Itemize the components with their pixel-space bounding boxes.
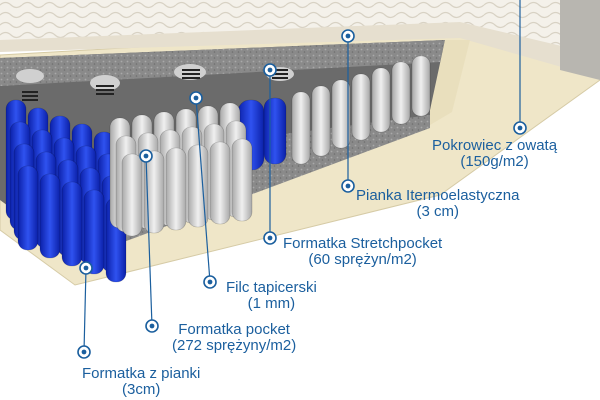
label-pocket-name: Formatka pocket <box>172 322 296 338</box>
label-stretchpocket: Formatka Stretchpocket (60 sprężyn/m2) <box>283 236 442 268</box>
label-pianki: Formatka z pianki (3cm) <box>82 366 200 398</box>
marker-dot <box>268 236 273 241</box>
pocket-spring <box>40 174 60 258</box>
marker-dot <box>346 184 351 189</box>
pocket-spring <box>292 92 310 164</box>
label-pianka-spec: (3 cm) <box>356 204 519 220</box>
label-pianka-name: Pianka Itermoelastyczna <box>356 188 519 204</box>
marker-dot <box>268 68 273 73</box>
marker-dot <box>82 350 87 355</box>
label-filc-spec: (1 mm) <box>226 296 317 312</box>
pocket-spring <box>264 98 286 164</box>
marker-dot <box>194 96 199 101</box>
label-filc-name: Filc tapicerski <box>226 280 317 296</box>
label-pianki-spec: (3cm) <box>82 382 200 398</box>
label-pianka: Pianka Itermoelastyczna (3 cm) <box>356 188 519 220</box>
pocket-spring <box>166 148 186 230</box>
label-filc: Filc tapicerski (1 mm) <box>226 280 317 312</box>
pocket-spring <box>352 74 370 140</box>
label-pokrowiec: Pokrowiec z owatą (150g/m2) <box>432 138 557 170</box>
marker-dot <box>518 126 523 131</box>
label-pocket-spec: (272 sprężyny/m2) <box>172 338 296 354</box>
label-pokrowiec-spec: (150g/m2) <box>432 154 557 170</box>
pocket-spring <box>232 139 252 221</box>
pocket-spring <box>312 86 330 156</box>
pocket-spring <box>210 142 230 224</box>
marker-dot <box>346 34 351 39</box>
pocket-spring <box>122 154 142 236</box>
label-pocket: Formatka pocket (272 sprężyny/m2) <box>172 322 296 354</box>
label-stretchpocket-name: Formatka Stretchpocket <box>283 236 442 252</box>
label-pokrowiec-name: Pokrowiec z owatą <box>432 138 557 154</box>
marker-dot <box>144 154 149 159</box>
pocket-spring <box>392 62 410 124</box>
marker-dot <box>150 324 155 329</box>
pocket-spring <box>412 56 430 116</box>
marker-dot <box>84 266 89 271</box>
pocket-spring <box>332 80 350 148</box>
pocket-spring <box>372 68 390 132</box>
pocket-spring <box>18 166 38 250</box>
cover-side <box>560 0 600 80</box>
pocket-spring <box>62 182 82 266</box>
label-stretchpocket-spec: (60 sprężyn/m2) <box>283 252 442 268</box>
marker-dot <box>208 280 213 285</box>
label-pianki-name: Formatka z pianki <box>82 366 200 382</box>
